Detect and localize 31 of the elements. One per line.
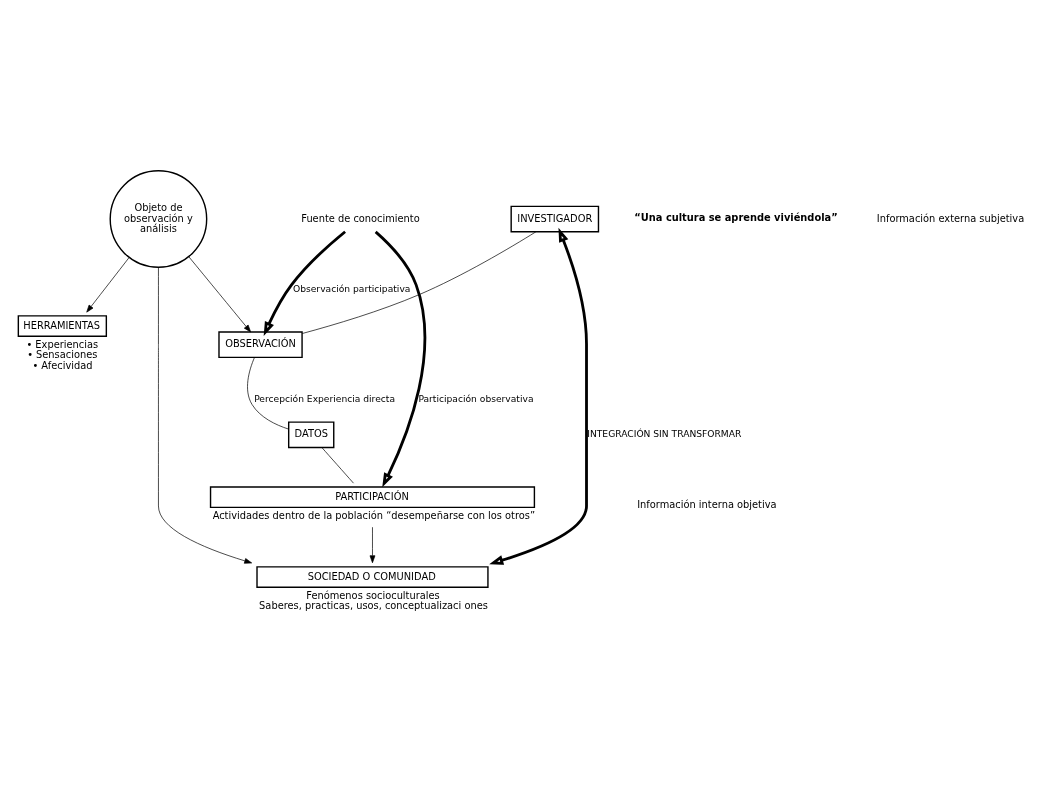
arrow (263, 230, 346, 336)
node-box: SOCIEDAD O COMUNIDAD (256, 566, 489, 588)
connector (247, 357, 289, 430)
node-label: • Afecividad (32, 359, 93, 371)
arrow (86, 257, 130, 313)
node-label: • Experiencias (26, 338, 99, 350)
node-label: Saberes, practicas, usos, conceptualizaci ones (259, 600, 488, 612)
node-label: Actividades dentro de la población “desempeñarse con los otros” (212, 509, 536, 521)
node-box: HERRAMIENTAS (17, 315, 108, 337)
node-label: Fenómenos socioculturales (306, 589, 440, 601)
edge-label: INTEGRACIÓN SIN TRANSFORMAR (587, 429, 742, 440)
arrow (374, 230, 427, 488)
node-circle: Objeto de observación y análisis (109, 170, 208, 268)
arrow (489, 227, 588, 565)
node-text: Fuente de conocimiento (301, 212, 420, 224)
label: Información externa subjetiva (876, 212, 1025, 224)
node-box: INVESTIGADOR (510, 205, 600, 233)
arrow (158, 267, 253, 564)
edge-label: Percepción Experiencia directa (254, 394, 395, 405)
node-label: • Sensaciones (27, 349, 98, 361)
label: “Una cultura se aprende viviéndola” (634, 211, 838, 223)
node-box: DATOS (288, 421, 335, 449)
connector (321, 447, 354, 484)
connector (302, 231, 537, 334)
edge-label: Participación observativa (418, 394, 534, 405)
arrow (369, 526, 376, 564)
node-box: OBSERVACIÓN (218, 331, 303, 359)
node-box: PARTICIPACIÓN (209, 486, 536, 509)
arrow (188, 256, 251, 333)
edge-label: Observación participativa (293, 284, 411, 295)
label: Información interna objetiva (637, 498, 777, 510)
